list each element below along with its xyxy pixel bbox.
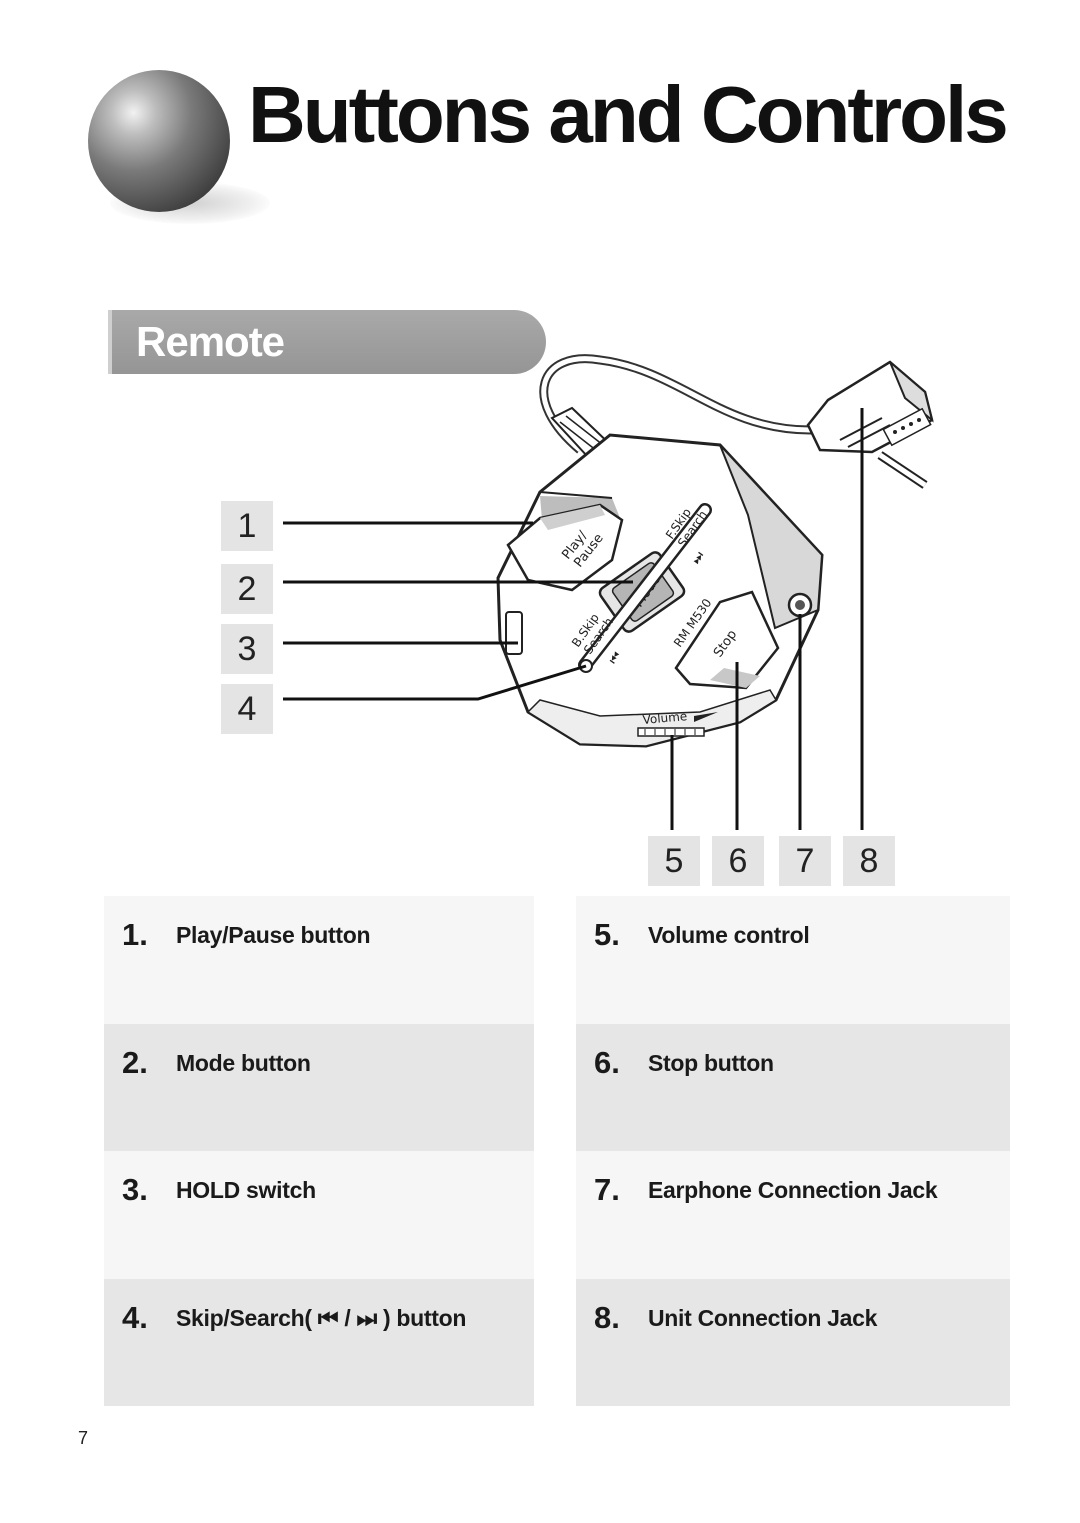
legend-label: Play/Pause button bbox=[176, 922, 371, 948]
legend-left-column: 1. Play/Pause button 2. Mode button 3. H… bbox=[104, 896, 534, 1406]
callout-6: 6 bbox=[712, 836, 764, 886]
legend-number: 3. bbox=[122, 1172, 148, 1207]
legend-right-column: 5. Volume control 6. Stop button 7. Earp… bbox=[576, 896, 1010, 1406]
volume-wheel: Volume bbox=[637, 709, 718, 737]
section-title: Remote bbox=[136, 318, 285, 365]
callout-4: 4 bbox=[221, 684, 273, 734]
svg-text:Volume: Volume bbox=[642, 709, 688, 727]
callout-7: 7 bbox=[779, 836, 831, 886]
legend-label: Earphone Connection Jack bbox=[648, 1177, 938, 1203]
sphere-bullet-icon bbox=[88, 70, 230, 212]
unit-connection-plug bbox=[806, 360, 934, 489]
legend-item: 5. Volume control bbox=[576, 896, 1010, 1024]
legend-number: 8. bbox=[594, 1299, 620, 1335]
legend-item: 2. Mode button bbox=[104, 1023, 534, 1151]
legend-number: 1. bbox=[122, 917, 148, 952]
callout-5: 5 bbox=[648, 836, 700, 886]
page-title: Buttons and Controls bbox=[248, 70, 1009, 159]
legend-number: 6. bbox=[594, 1044, 620, 1080]
legend-number: 2. bbox=[122, 1044, 148, 1080]
legend-label: HOLD switch bbox=[176, 1177, 316, 1203]
legend-item: 1. Play/Pause button bbox=[104, 896, 534, 1024]
legend-item: 4. Skip/Search( ⏮ / ⏭ ) button bbox=[104, 1278, 534, 1406]
legend-label: Volume control bbox=[648, 922, 810, 948]
legend-label: Mode button bbox=[176, 1049, 311, 1076]
leader-lines bbox=[283, 408, 864, 830]
play-pause-button: Play/ Pause bbox=[506, 503, 624, 592]
remote-diagram: Play/ Pause Mode F.Skip Search ⏭ B.Skip … bbox=[283, 354, 934, 830]
earphone-jack bbox=[787, 592, 813, 618]
callout-2: 2 bbox=[221, 564, 273, 614]
legend-item: 3. HOLD switch bbox=[104, 1151, 534, 1279]
legend-number: 4. bbox=[122, 1299, 148, 1335]
legend-label: Unit Connection Jack bbox=[648, 1304, 878, 1331]
legend-item: 8. Unit Connection Jack bbox=[576, 1278, 1010, 1406]
callout-3: 3 bbox=[221, 624, 273, 674]
legend-number: 7. bbox=[594, 1172, 620, 1207]
legend-item: 7. Earphone Connection Jack bbox=[576, 1151, 1010, 1279]
legend-item: 6. Stop button bbox=[576, 1023, 1010, 1151]
callout-1: 1 bbox=[221, 501, 273, 551]
page-number: 7 bbox=[78, 1428, 89, 1448]
hold-switch bbox=[505, 611, 523, 655]
stop-button: Stop bbox=[674, 590, 780, 690]
legend-label: Stop button bbox=[648, 1049, 774, 1076]
legend-number: 5. bbox=[594, 917, 620, 952]
callout-8: 8 bbox=[843, 836, 895, 886]
section-banner: Remote bbox=[108, 310, 546, 374]
legend-label: Skip/Search( ⏮ / ⏭ ) button bbox=[176, 1304, 467, 1331]
